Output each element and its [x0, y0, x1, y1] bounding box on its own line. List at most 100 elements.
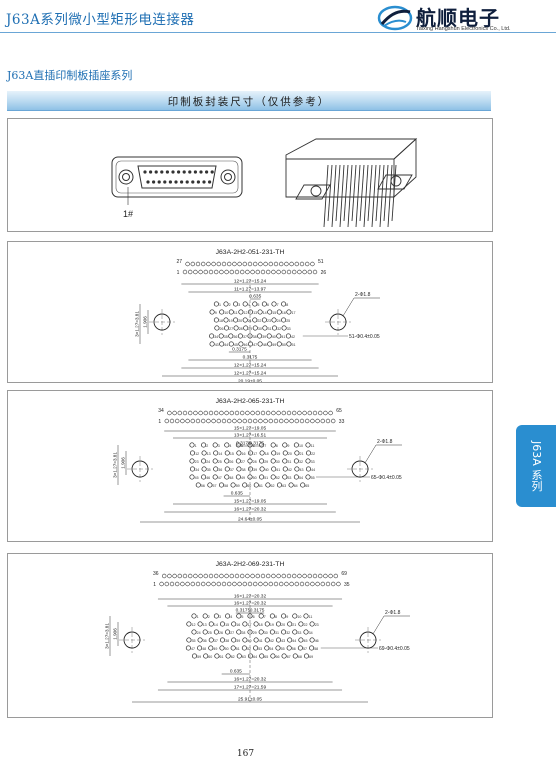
pin-number: 13: [207, 452, 211, 456]
scale-pin: [180, 418, 185, 424]
scale-pin: [299, 581, 305, 587]
scale-pin: [286, 573, 292, 579]
footprint-pin: [252, 325, 258, 331]
footprint-pin: [247, 613, 253, 619]
pin-number: 46: [244, 343, 248, 347]
scale-pin: [198, 269, 203, 275]
front-pin: [154, 170, 158, 174]
pin-number: 2: [208, 615, 210, 619]
pin-number: 5: [241, 615, 243, 619]
footprint-pin: [261, 317, 267, 323]
pin-number: 25: [208, 631, 212, 635]
footprint-pin: [209, 341, 215, 347]
scale-pin: [258, 418, 263, 424]
footprint-pin: [223, 325, 230, 331]
scale-pin: [336, 581, 341, 587]
scale-pin: [195, 261, 201, 267]
footprint-pin: [276, 341, 282, 347]
pin-number: 60: [208, 655, 212, 659]
scale-pin: [240, 573, 245, 579]
pin-number: 26: [220, 327, 224, 331]
footprint-pin: [257, 341, 263, 347]
pin-number: 66: [276, 655, 280, 659]
scale-pin: [214, 269, 219, 275]
pin-number: 55: [311, 476, 315, 480]
scale-pin: [195, 418, 201, 424]
scale-pin: [169, 418, 175, 424]
front-pin: [177, 170, 181, 174]
pin-number: 47: [253, 343, 257, 347]
footprint-pin: [305, 466, 312, 472]
iso-pin: [391, 164, 397, 222]
footprint-pin: [257, 309, 263, 315]
footprint-pin: [224, 474, 230, 480]
iso-pin: [347, 164, 353, 228]
pin-number: 25: [286, 319, 290, 323]
pin-number: 69: [309, 655, 313, 659]
footprint-pin: [212, 442, 218, 448]
scale-pin: [325, 581, 331, 587]
pin-number: 4: [230, 615, 232, 619]
pin-number: 26: [229, 460, 233, 464]
footprint-pin: [247, 629, 253, 635]
footprint-pin: [265, 482, 271, 488]
footprint-pin: [292, 613, 298, 619]
pin-number: 20: [288, 452, 292, 456]
scale-pin: [276, 410, 281, 416]
scale-pin: [268, 261, 273, 267]
scale-pin: [307, 269, 312, 275]
section-title: J63A直插印制板插座系列: [7, 69, 133, 82]
front-pin: [199, 170, 203, 174]
front-pin: [193, 170, 197, 174]
footprint-pin: [242, 637, 248, 643]
scale-pin: [203, 269, 209, 275]
front-pin: [202, 180, 206, 184]
pin-number: 20: [238, 319, 242, 323]
scale-pin: [302, 410, 307, 416]
pin-number: 39: [262, 335, 266, 339]
scale-pin: [164, 418, 170, 424]
footprint-pin: [213, 317, 219, 323]
pin-number: 44: [311, 468, 315, 472]
footprint-pin: [186, 637, 192, 643]
scale-pin: [242, 581, 248, 587]
scale-pin: [219, 410, 224, 416]
iso-pin: [323, 164, 329, 228]
scale-pin: [289, 581, 294, 587]
footprint-pin: [219, 341, 225, 347]
footprint-pin: [219, 645, 225, 651]
scale-pin: [219, 573, 224, 579]
footprint-pin: [275, 637, 282, 643]
pin-number: 8: [286, 303, 288, 307]
dimension-label: 0.635: [231, 491, 243, 497]
dimension-label: 12×1.27=15.24: [234, 363, 267, 369]
pin-number: 20: [281, 623, 285, 627]
dimension-label: 16×1.27=20.32: [234, 594, 267, 600]
isometric-view: [285, 137, 418, 228]
scale-pin: [167, 410, 172, 416]
pin-number: 13: [253, 311, 257, 315]
footprint-pin: [238, 309, 244, 315]
footprint-pin: [208, 637, 214, 643]
footprint-pin: [213, 301, 219, 307]
footprint-pin: [209, 333, 215, 339]
footprint-pin: [236, 450, 242, 456]
pin-number: 29: [248, 327, 252, 331]
series-side-tab: [516, 425, 556, 507]
dimension-label: 15×1.27=19.05: [234, 499, 267, 505]
scale-pin: [328, 573, 333, 579]
pin-number: 44: [292, 639, 296, 643]
dimension-label: 0.635: [249, 294, 261, 300]
scale-pin: [182, 410, 188, 416]
footprint-pin: [233, 301, 239, 307]
footprint-pin: [213, 466, 219, 472]
footprint-pin: [242, 317, 248, 323]
scale-pin: [250, 269, 255, 275]
pin-number: 35: [224, 335, 228, 339]
front-pin: [174, 180, 178, 184]
scale-pin: [268, 581, 273, 587]
pad-label: 69-Φ0.4±0.05: [379, 646, 410, 652]
scale-pin: [273, 261, 279, 267]
front-pin: [205, 170, 209, 174]
